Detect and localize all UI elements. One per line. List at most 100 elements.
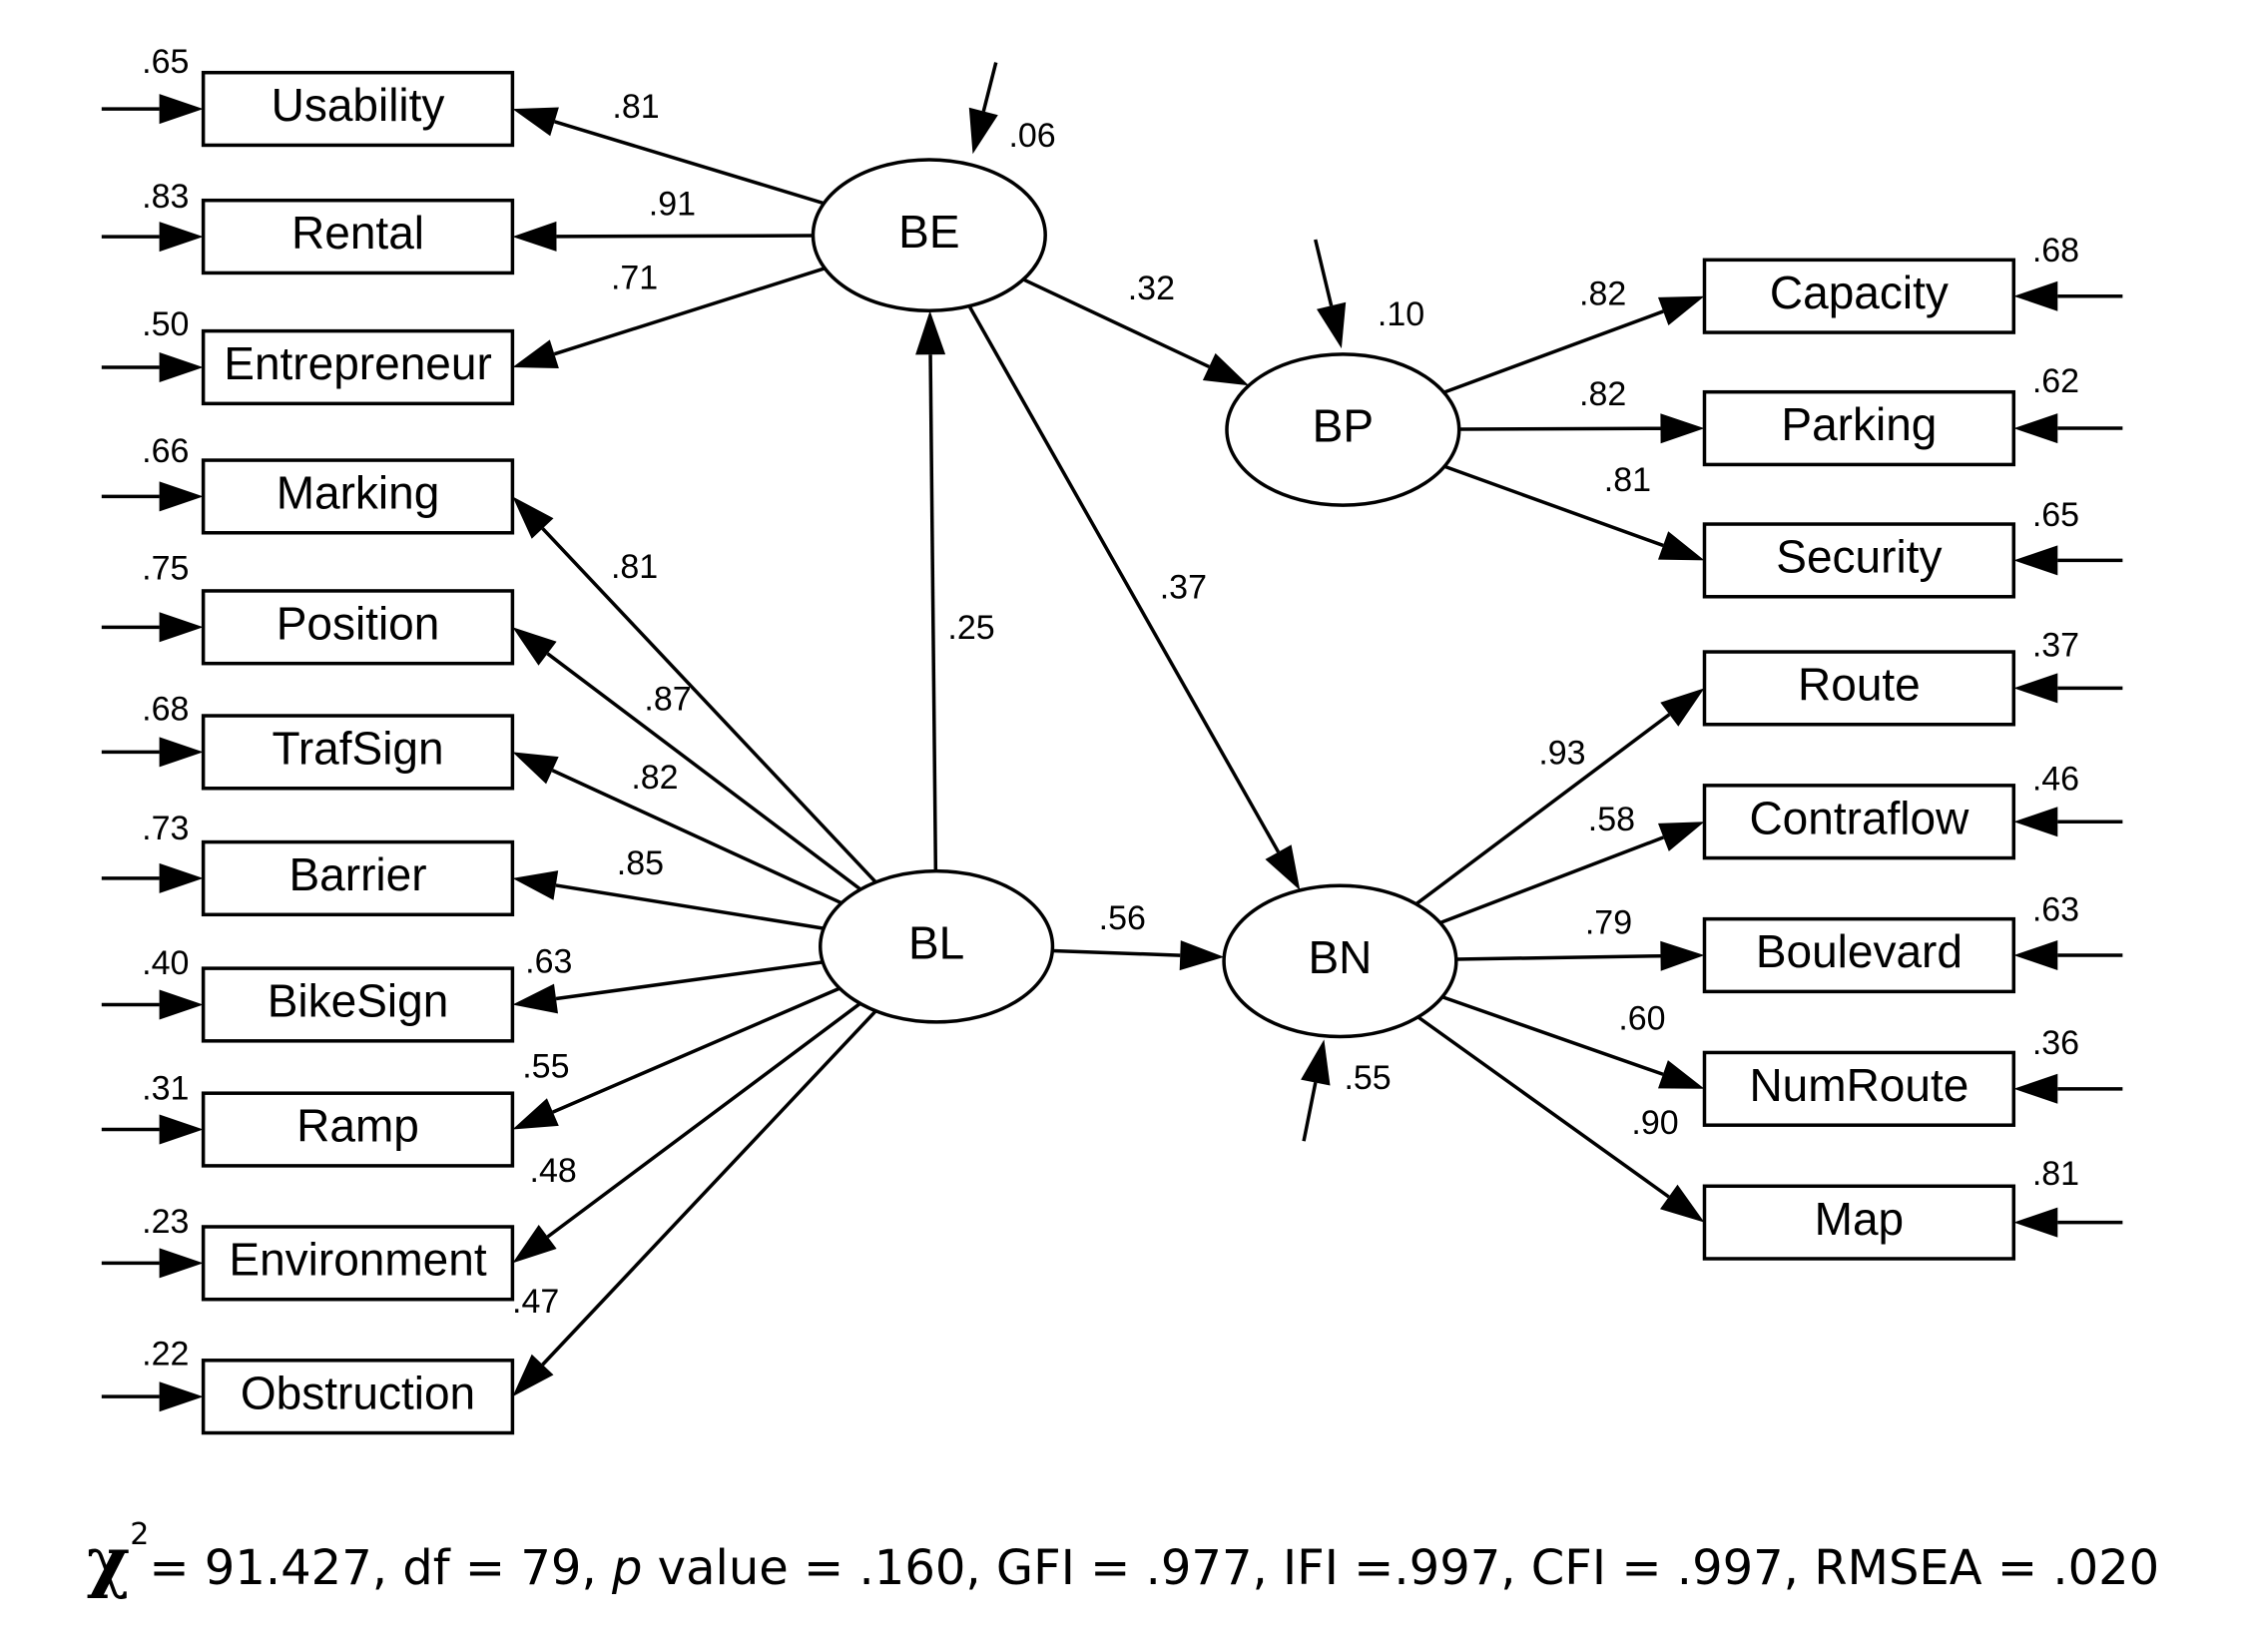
r-squared-numroute: .36: [2032, 1024, 2079, 1062]
loading-bp-capacity-line: [1442, 309, 1664, 394]
error-numroute-arrowhead: [2013, 1073, 2058, 1104]
loading-bn-map-line: [1416, 1015, 1670, 1199]
loading-coef-trafsign: .82: [631, 759, 678, 797]
error-barrier-arrowhead: [159, 862, 204, 893]
loading-bl-environment-arrowhead: [512, 1225, 557, 1264]
loading-bl-ramp-line: [552, 986, 841, 1114]
error-parking-arrowhead: [2013, 413, 2058, 444]
fit-text-a: = 91.427, df = 79,: [149, 1540, 612, 1596]
r-squared-barrier: .73: [142, 810, 189, 847]
loading-coef-obstruction: .47: [512, 1283, 559, 1321]
loading-bl-position-arrowhead: [512, 627, 557, 666]
loading-be-usability-line: [554, 120, 825, 206]
loading-bl-barrier-line: [555, 883, 825, 930]
loading-bl-bikesign-arrowhead: [512, 983, 558, 1014]
indicator-box-ramp: [201, 1091, 515, 1168]
loading-coef-map: .90: [1631, 1104, 1678, 1142]
path-coef-be-bp: .32: [1128, 270, 1175, 307]
indicator-label-map: Map: [1815, 1193, 1904, 1245]
path-coef-bl-bn: .56: [1099, 899, 1146, 937]
r-squared-bn: .55: [1344, 1059, 1391, 1097]
r-squared-marking: .66: [142, 432, 189, 470]
indicator-box-bikesign: [201, 966, 515, 1043]
error-boulevard-arrowhead: [2013, 940, 2058, 970]
loading-bl-barrier-arrowhead: [512, 870, 559, 900]
path-be-bp-arrowhead: [1202, 352, 1250, 386]
residual-be-line: [981, 62, 998, 112]
indicator-box-security: [1702, 522, 2016, 599]
latent-ellipse-bl: [819, 868, 1055, 1024]
error-trafsign-arrowhead: [159, 737, 204, 768]
loading-coef-environment: .48: [530, 1152, 577, 1190]
indicator-box-obstruction: [201, 1359, 515, 1435]
loading-bl-ramp-arrowhead: [512, 1098, 559, 1130]
loading-coef-contraflow: .58: [1588, 801, 1635, 838]
error-capacity-arrowhead: [2013, 280, 2058, 311]
loading-bp-parking-arrowhead: [1660, 413, 1705, 444]
error-contraflow-arrowhead: [2013, 807, 2058, 837]
indicator-label-ramp: Ramp: [296, 1100, 419, 1152]
loading-bn-route-arrowhead: [1660, 688, 1705, 727]
indicator-label-parking: Parking: [1781, 398, 1937, 450]
indicator-box-numroute: [1702, 1050, 2016, 1127]
loading-bl-position-line: [546, 652, 862, 891]
indicator-label-trafsign: TrafSign: [272, 723, 443, 775]
error-security-arrowhead: [2013, 545, 2058, 576]
error-route-arrowhead: [2013, 673, 2058, 704]
loading-bp-capacity-arrowhead: [1658, 295, 1705, 325]
indicator-label-bikesign: BikeSign: [268, 975, 449, 1027]
indicator-box-parking: [1702, 389, 2016, 467]
r-squared-contraflow: .46: [2032, 760, 2079, 798]
loading-bl-environment-line: [546, 1001, 861, 1239]
r-squared-position: .75: [142, 550, 189, 588]
r-squared-environment: .23: [142, 1203, 189, 1241]
path-be-bn-arrowhead: [1265, 844, 1301, 890]
indicator-box-environment: [201, 1225, 515, 1302]
residual-bn-arrowhead: [1301, 1039, 1331, 1086]
path-bl-be-arrowhead: [915, 310, 946, 355]
error-ramp-arrowhead: [159, 1114, 204, 1145]
indicator-box-barrier: [201, 839, 515, 917]
indicator-box-entrepreneur: [201, 328, 515, 406]
indicator-box-rental: [201, 198, 515, 275]
loading-bl-bikesign-line: [555, 960, 824, 1001]
indicator-label-marking: Marking: [277, 467, 440, 519]
r-squared-ramp: .31: [142, 1069, 189, 1107]
indicator-label-entrepreneur: Entrepreneur: [224, 337, 492, 389]
path-be-bn-line: [967, 304, 1281, 853]
indicator-box-capacity: [1702, 258, 2016, 334]
r-squared-route: .37: [2032, 627, 2079, 665]
loading-coef-ramp: .55: [522, 1047, 569, 1085]
loading-bn-contraflow-arrowhead: [1658, 822, 1705, 851]
indicator-label-environment: Environment: [229, 1234, 486, 1286]
loading-bp-parking-line: [1458, 426, 1661, 431]
error-map-arrowhead: [2013, 1207, 2058, 1238]
r-squared-bikesign: .40: [142, 944, 189, 982]
r-squared-boulevard: .63: [2032, 890, 2079, 928]
loading-bl-marking-arrowhead: [512, 496, 554, 539]
r-squared-usability: .65: [142, 43, 189, 81]
r-squared-bp: .10: [1378, 295, 1424, 333]
r-squared-entrepreneur: .50: [142, 305, 189, 343]
error-rental-arrowhead: [159, 222, 204, 253]
latent-label-be: BE: [898, 206, 959, 258]
path-bl-bn-line: [1052, 948, 1181, 957]
path-be-bp-line: [1022, 277, 1210, 369]
loading-coef-route: .93: [1538, 734, 1585, 772]
path-coef-bl-be: .25: [947, 609, 994, 647]
loading-be-rental-arrowhead: [512, 221, 557, 252]
indicator-box-contraflow: [1702, 784, 2016, 860]
r-squared-parking: .62: [2032, 362, 2079, 400]
r-squared-be: .06: [1008, 117, 1055, 155]
loading-bn-route-line: [1414, 713, 1671, 906]
loading-coef-usability: .81: [612, 88, 659, 126]
error-position-arrowhead: [159, 612, 204, 643]
path-bl-bn-arrowhead: [1179, 940, 1225, 971]
loading-coef-parking: .82: [1579, 375, 1626, 413]
indicator-box-map: [1702, 1184, 2016, 1261]
loading-be-rental-line: [556, 234, 814, 239]
loading-be-entrepreneur-arrowhead: [512, 339, 559, 368]
loading-bl-trafsign-line: [551, 769, 842, 905]
loading-bp-security-line: [1443, 464, 1664, 548]
loading-coef-barrier: .85: [617, 844, 664, 882]
